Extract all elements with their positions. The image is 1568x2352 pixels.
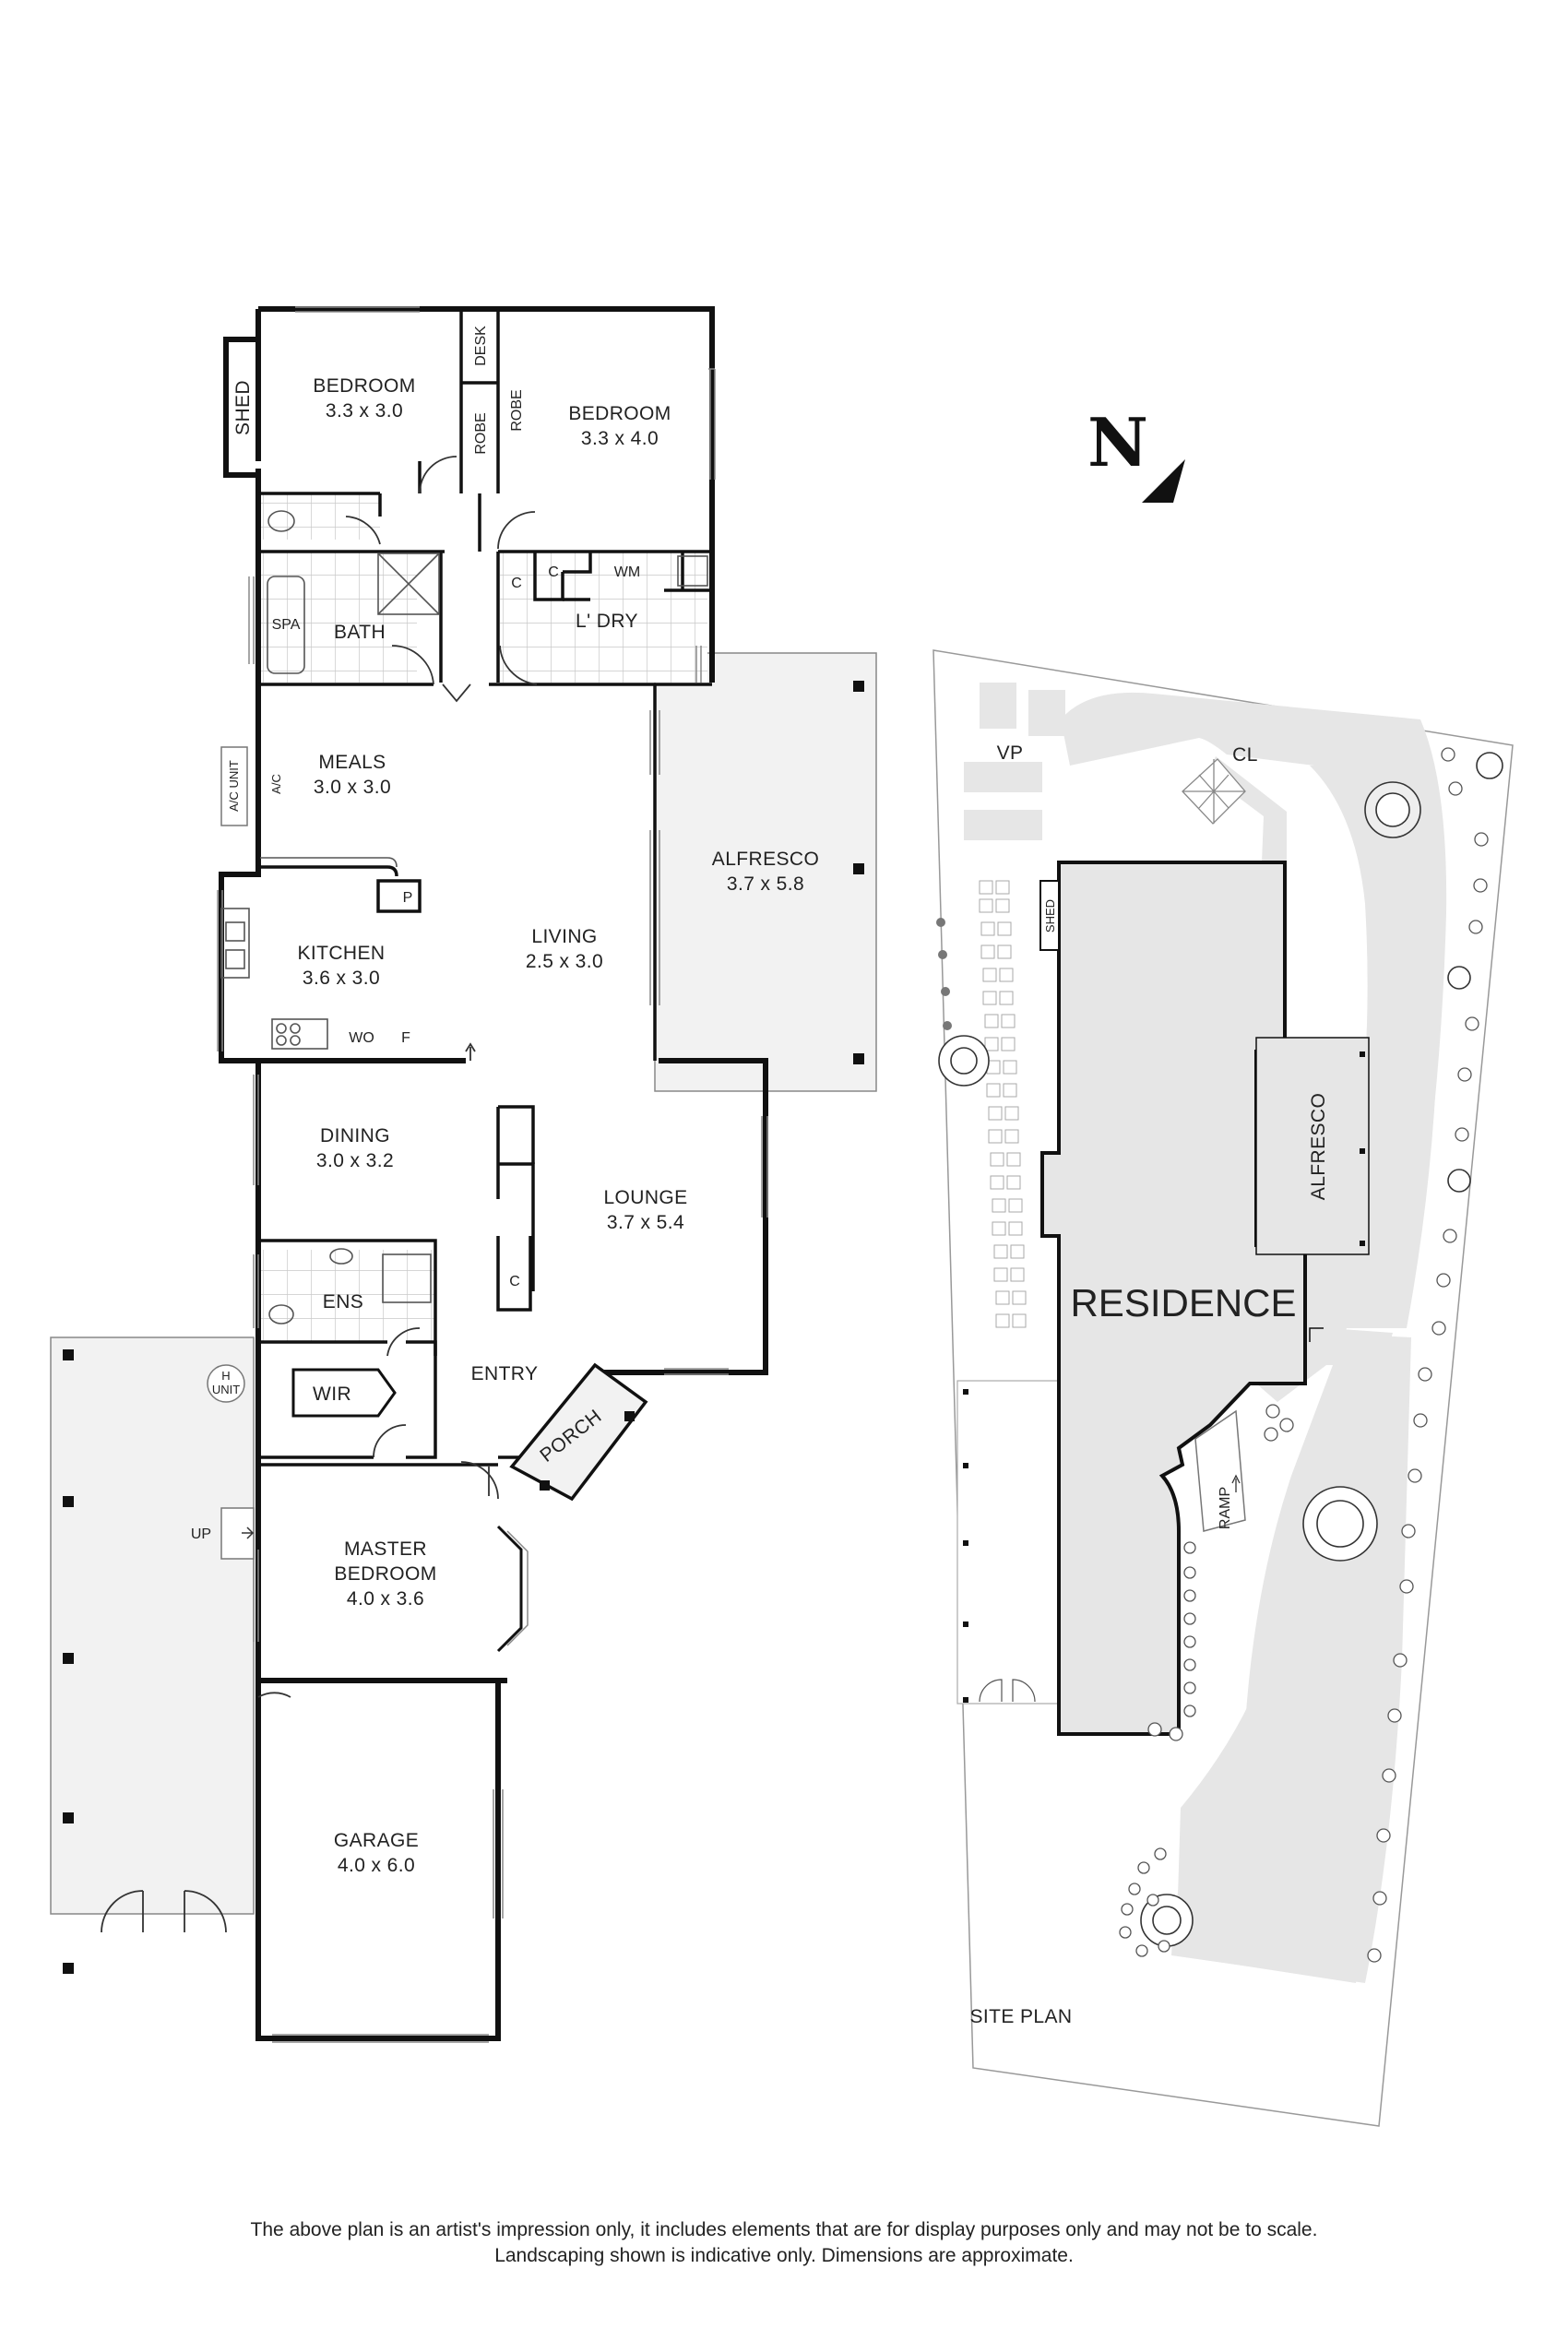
north-arrow-icon (1142, 459, 1185, 503)
residence-label: RESIDENCE (1070, 1281, 1296, 1324)
spa-label: SPA (272, 617, 301, 633)
lounge-name: LOUNGE (603, 1187, 687, 1208)
ensuite-tiles (260, 1250, 435, 1342)
disclaimer-line-1: The above plan is an artist's impression… (250, 2219, 1318, 2240)
site-plan-title: SITE PLAN (970, 2006, 1073, 2027)
up-label: UP (191, 1526, 211, 1542)
ramp-label: RAMP (1218, 1487, 1233, 1529)
dining-name: DINING (320, 1125, 390, 1146)
alfresco-name: ALFRESCO (712, 849, 819, 870)
visitor-parking (964, 683, 1065, 840)
ensuite-label: ENS (323, 1291, 363, 1313)
meals-size: 3.0 x 3.0 (314, 777, 391, 798)
ramp (1194, 1409, 1246, 1532)
cupboard-3-label: C (509, 1274, 520, 1289)
h-unit-circle (207, 1364, 245, 1403)
bath-tiles (260, 552, 417, 683)
desk-label: DESK (473, 326, 489, 366)
ac-unit-box (220, 746, 248, 826)
north-arrow: N (1087, 403, 1185, 503)
windows (217, 306, 768, 2043)
ac-label: A/C (269, 774, 283, 794)
bay-window (496, 1525, 523, 1653)
site-shed-label: SHED (1043, 899, 1057, 932)
site-plan: VP CL SHED ALFRESCO RESIDENCE RAMP SITE … (932, 649, 1514, 2127)
pantry-label: P (403, 890, 413, 906)
master-size: 4.0 x 3.6 (347, 1588, 424, 1610)
master-name-2: BEDROOM (334, 1563, 436, 1585)
clothesline (1182, 758, 1246, 825)
disclaimer: The above plan is an artist's impression… (0, 2217, 1568, 2269)
trees (938, 752, 1503, 1947)
h-unit-label-2: UNIT (212, 1383, 240, 1396)
wir-box (291, 1368, 397, 1418)
cupboard-2-label: C (548, 564, 559, 580)
living-size: 2.5 x 3.0 (526, 951, 603, 972)
west-planting (936, 918, 952, 1030)
ac-unit-label: A/C UNIT (227, 760, 241, 812)
site-alfresco-label: ALFRESCO (1308, 1093, 1329, 1200)
h-unit-label-1: H (221, 1369, 230, 1383)
site-shed (1039, 880, 1060, 951)
cupboard-1-label: C (511, 576, 522, 591)
posts (63, 681, 864, 1974)
kitchen-name: KITCHEN (298, 943, 386, 964)
porch (509, 1362, 648, 1502)
wir-label: WIR (313, 1384, 351, 1405)
shed-label: SHED (232, 380, 254, 435)
garage-size: 4.0 x 6.0 (338, 1855, 415, 1876)
dining-size: 3.0 x 3.2 (316, 1150, 394, 1171)
toilet-tiles (260, 493, 380, 540)
north-letter: N (1087, 403, 1148, 481)
bedroom-b-name: BEDROOM (568, 403, 671, 424)
robe-b-label: ROBE (509, 389, 525, 431)
shed-wall (223, 337, 258, 478)
lounge-size: 3.7 x 5.4 (607, 1212, 684, 1233)
wm-label: WM (614, 564, 640, 580)
site-carport (956, 1380, 1064, 1705)
bedroom-b-size: 3.3 x 4.0 (581, 428, 659, 449)
alfresco-floor (654, 652, 877, 1092)
meals-name: MEALS (318, 752, 386, 773)
hall-arrow (442, 683, 471, 703)
site-alfresco (1255, 1037, 1370, 1255)
bedroom-a-size: 3.3 x 3.0 (326, 400, 403, 422)
entry-arrow (465, 1042, 476, 1061)
floor-plan: BEDROOM 3.3 x 3.0 BEDROOM 3.3 x 4.0 DESK… (50, 306, 877, 2043)
bath-label: BATH (334, 622, 386, 643)
alfresco-size: 3.7 x 5.8 (727, 873, 804, 895)
robe-a-label: ROBE (473, 412, 489, 454)
living-name: LIVING (531, 926, 597, 947)
doors (101, 456, 538, 1933)
laundry-label: L' DRY (576, 611, 638, 632)
paving (979, 880, 1027, 1328)
vp-label: VP (997, 742, 1024, 764)
wall-oven-label: WO (349, 1030, 374, 1046)
garage-name: GARAGE (334, 1830, 419, 1851)
fixtures (220, 510, 708, 1324)
bedroom-a-name: BEDROOM (313, 375, 415, 397)
kitchen-size: 3.6 x 3.0 (303, 968, 380, 989)
master-name-1: MASTER (344, 1538, 427, 1560)
fridge-label: F (401, 1030, 410, 1046)
cl-label: CL (1232, 744, 1258, 766)
disclaimer-line-2: Landscaping shown is indicative only. Di… (494, 2245, 1074, 2266)
shrubs (1119, 747, 1489, 1963)
carport-floor (50, 1336, 255, 1915)
entry-label: ENTRY (471, 1363, 539, 1384)
